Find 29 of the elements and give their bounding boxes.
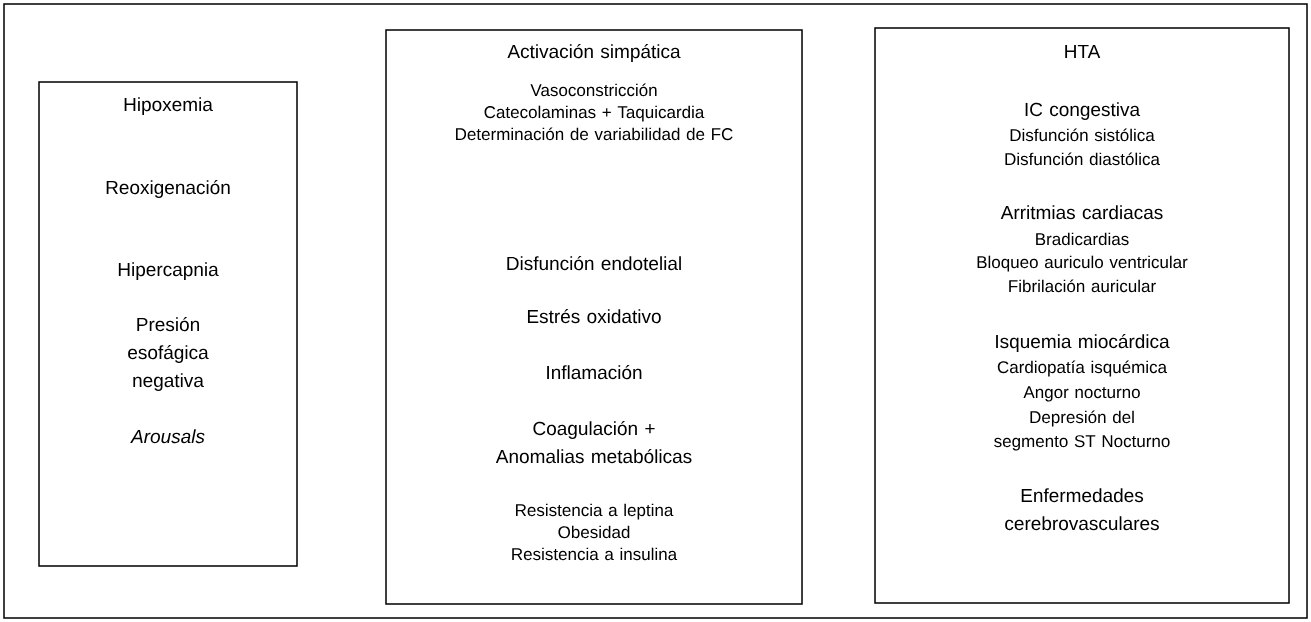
item-text: Arousals — [130, 429, 205, 444]
item-text: Presión esofágica negativa — [128, 317, 209, 391]
item-text: Vasoconstricción — [530, 83, 657, 97]
item-text: HTA — [1065, 44, 1101, 58]
item-text: Resistencia a insulina — [512, 547, 678, 561]
item-text: Activación simpática — [507, 44, 681, 62]
item-text: Hipoxemia — [124, 97, 213, 115]
item-text: Cardiopatía isquémica — [997, 360, 1167, 377]
item-text: Hipercapnia — [118, 262, 219, 280]
item-text: Disfunción diastólica — [1005, 152, 1160, 166]
item-text: Coagulación + Anomalias metabólicas — [495, 421, 692, 464]
item-text: Disfunción sistólica — [1010, 128, 1155, 142]
item-text: Reoxigenación — [106, 180, 230, 198]
item-text: Estrés oxidativo — [528, 309, 661, 324]
item-text: Inflamación — [547, 365, 642, 380]
item-text: Determinación de variabilidad de FC — [456, 127, 733, 141]
item-text: Fibrilación auricular — [1009, 279, 1156, 293]
item-text: Enfermedades cerebrovasculares — [1005, 488, 1159, 531]
item-text: Angor nocturno — [1023, 386, 1140, 402]
item-text: Obesidad — [558, 525, 630, 539]
item-text: Disfunción endotelial — [507, 256, 681, 271]
item-text: Isquemia miocárdica — [996, 334, 1170, 352]
item-text: IC congestiva — [1025, 102, 1141, 120]
item-text: Bradicardias — [1036, 232, 1129, 246]
item-text: Catecolaminas + Taquicardia — [484, 105, 705, 122]
item-text: Depresión del segmento ST Nocturno — [994, 410, 1170, 451]
item-text: Resistencia a leptina — [516, 503, 674, 520]
item-text: Bloqueo auriculo ventricular — [977, 255, 1188, 272]
item-text: Arritmias cardiacas — [1000, 205, 1163, 220]
